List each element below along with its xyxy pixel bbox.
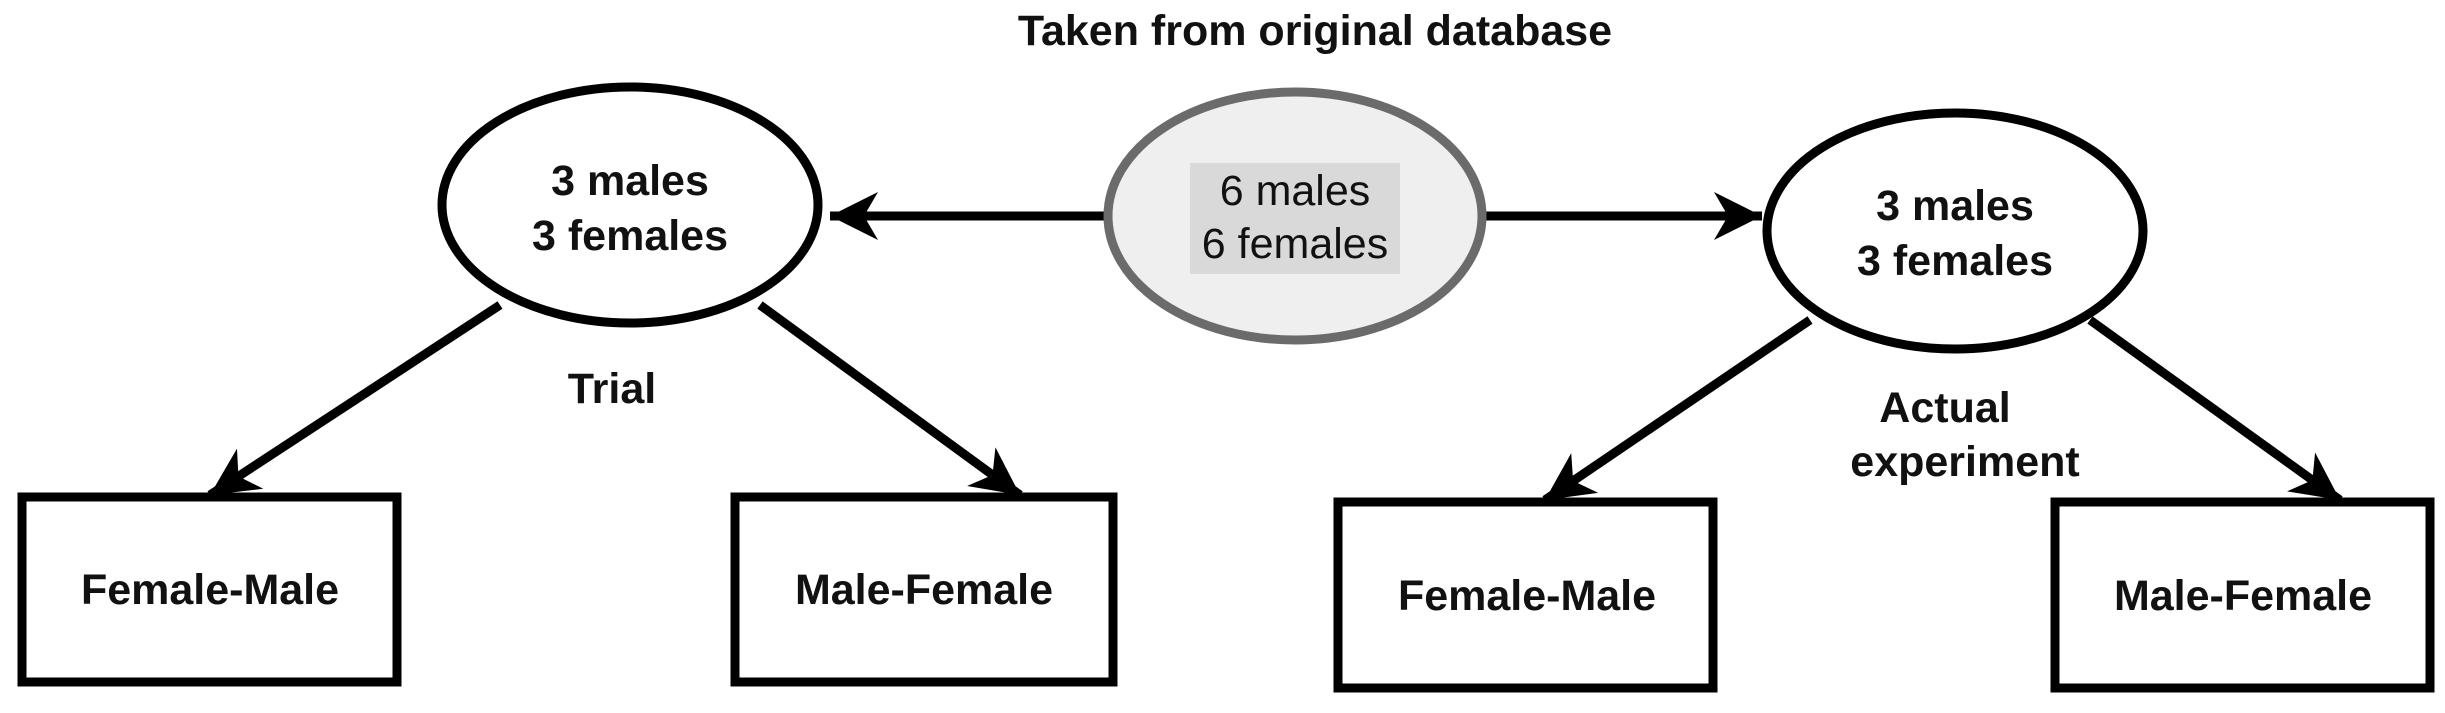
- trial-label: Trial: [568, 365, 656, 413]
- arrow-experiment-to-male-female: [2087, 316, 2343, 504]
- source-label-line1: 6 males: [1220, 167, 1371, 215]
- trial-group-line2: 3 females: [532, 212, 728, 260]
- trial-male-female-label: Male-Female: [795, 566, 1053, 614]
- experiment-male-female-box: [2050, 497, 2435, 693]
- arrow-trial-to-female-male: [207, 301, 503, 499]
- experiment-label-line1: Actual: [1879, 384, 2010, 432]
- experiment-female-male-label: Female-Male: [1398, 572, 1656, 620]
- source-text-highlight: [1190, 163, 1400, 274]
- experiment-female-male-box: [1333, 497, 1718, 693]
- trial-male-female-box: [730, 492, 1118, 687]
- trial-group-node: [437, 82, 823, 328]
- arrow-experiment-to-female-male: [1542, 316, 1813, 504]
- experiment-label-line2: experiment: [1850, 438, 2079, 486]
- diagram-title: Taken from original database: [1018, 7, 1612, 55]
- experiment-group-node: [1762, 108, 2148, 354]
- arrow-trial-to-male-female: [757, 301, 1023, 499]
- trial-group-line1: 3 males: [551, 157, 709, 205]
- experiment-group-line1: 3 males: [1876, 182, 2034, 230]
- trial-female-male-label: Female-Male: [81, 566, 339, 614]
- trial-female-male-box: [17, 492, 402, 687]
- experiment-group-line2: 3 females: [1857, 237, 2053, 285]
- experiment-male-female-label: Male-Female: [2114, 572, 2372, 620]
- source-label-line2: 6 females: [1202, 220, 1388, 268]
